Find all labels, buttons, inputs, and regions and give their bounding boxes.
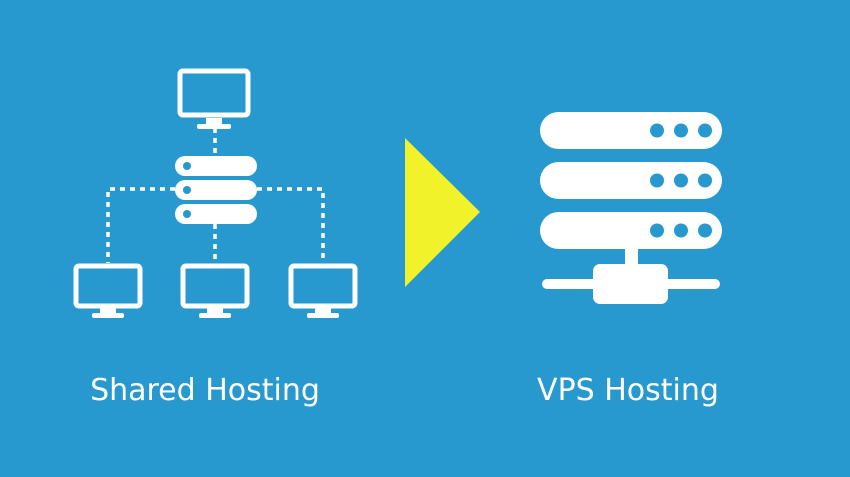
network-connector-icon xyxy=(542,249,720,304)
server-icon xyxy=(175,156,257,224)
play-triangle-icon xyxy=(405,138,480,287)
network-connectors xyxy=(106,128,325,263)
vps-hosting-label: VPS Hosting xyxy=(537,373,719,408)
monitor-icon xyxy=(73,263,143,318)
server-rack-icon xyxy=(540,112,722,249)
shared-hosting-label: Shared Hosting xyxy=(90,373,320,408)
monitor-icon xyxy=(288,263,358,318)
monitor-icon xyxy=(177,68,251,129)
monitor-icon xyxy=(180,263,250,318)
